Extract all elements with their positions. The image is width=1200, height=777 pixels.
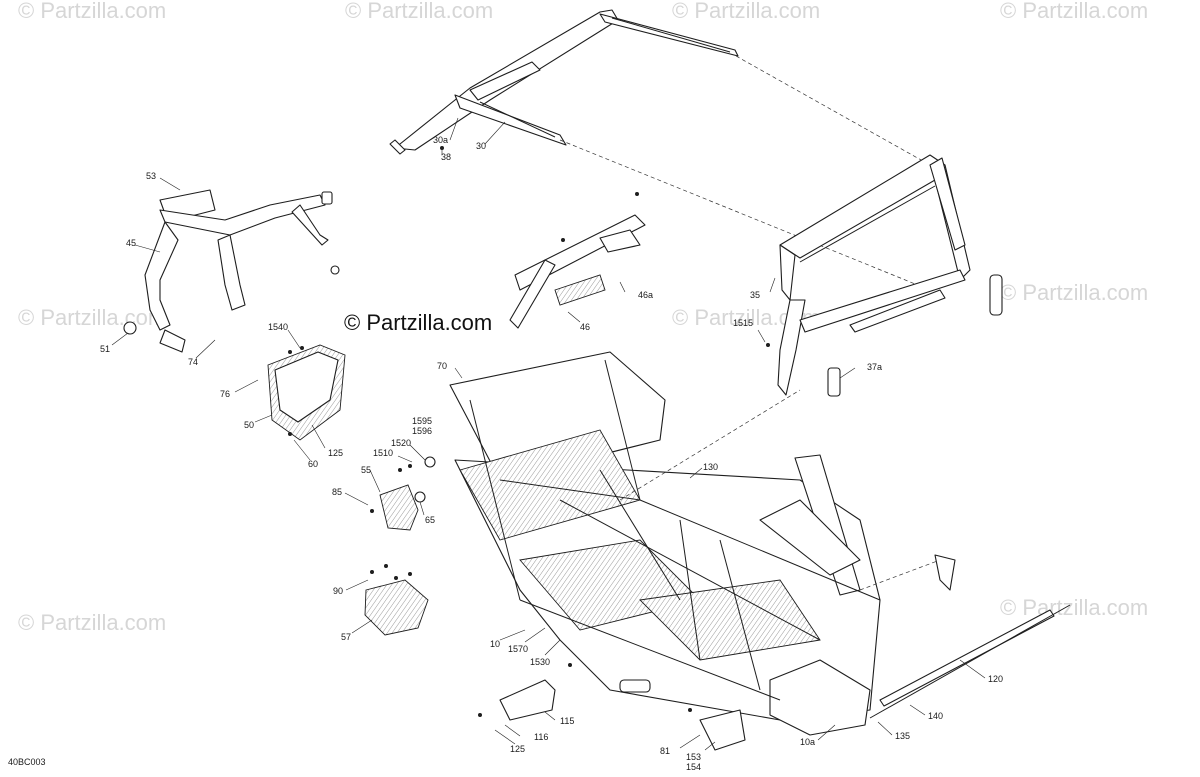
callout-53: 53 xyxy=(146,171,156,181)
bracket-46 xyxy=(509,192,646,329)
rear-cage xyxy=(766,154,1003,397)
callout-1595: 1595 xyxy=(412,416,432,426)
callout-120: 120 xyxy=(988,674,1003,684)
callout-74: 74 xyxy=(188,357,198,367)
bracket-115 xyxy=(478,663,572,721)
callout-1596: 1596 xyxy=(412,426,432,436)
callout-154: 154 xyxy=(686,762,701,772)
callout-10a: 10a xyxy=(800,737,815,747)
front-bar-assembly xyxy=(123,189,340,353)
callout-1540: 1540 xyxy=(268,322,288,332)
callout-130: 130 xyxy=(703,462,718,472)
callout-35: 35 xyxy=(750,290,760,300)
callout-116: 116 xyxy=(534,732,548,742)
callout-76: 76 xyxy=(220,389,230,399)
roof-bar-assembly xyxy=(389,9,931,291)
watermark-text: © Partzilla.com xyxy=(1000,0,1148,23)
watermark-text: © Partzilla.com xyxy=(18,0,166,23)
callout-60: 60 xyxy=(308,459,318,469)
watermark-text: © Partzilla.com xyxy=(1000,595,1148,620)
callout-153: 153 xyxy=(686,752,701,762)
callout-46a: 46a xyxy=(638,290,653,300)
callout-1530: 1530 xyxy=(530,657,550,667)
watermark-text: © Partzilla.com xyxy=(672,0,820,23)
callout-85: 85 xyxy=(332,487,342,497)
leader-lines xyxy=(111,117,986,751)
callout-1570: 1570 xyxy=(508,644,528,654)
bracket-153 xyxy=(688,708,746,751)
callout-30: 30 xyxy=(476,141,486,151)
callout-70: 70 xyxy=(437,361,447,371)
callout-1515: 1515 xyxy=(733,318,753,328)
callout-125-upper: 125 xyxy=(328,448,343,458)
main-frame xyxy=(449,351,956,736)
mount-57 xyxy=(364,564,429,636)
callout-labels: 30a 30 38 53 45 51 74 1540 76 50 125 60 … xyxy=(100,135,1003,772)
callout-37a: 37a xyxy=(867,362,882,372)
callout-46: 46 xyxy=(580,322,590,332)
callout-65: 65 xyxy=(425,515,435,525)
callout-1510: 1510 xyxy=(373,448,393,458)
callout-30a: 30a xyxy=(433,135,448,145)
callout-140: 140 xyxy=(928,711,943,721)
callout-90: 90 xyxy=(333,586,343,596)
callout-10: 10 xyxy=(490,639,500,649)
callout-55: 55 xyxy=(361,465,371,475)
side-rail xyxy=(869,604,1071,719)
watermark-text: © Partzilla.com xyxy=(18,610,166,635)
callout-45: 45 xyxy=(126,238,136,248)
callout-125-lower: 125 xyxy=(510,744,525,754)
watermark-text: © Partzilla.com xyxy=(345,0,493,23)
mount-55 xyxy=(370,456,436,531)
callout-81: 81 xyxy=(660,746,670,756)
callout-1520: 1520 xyxy=(391,438,411,448)
callout-115: 115 xyxy=(560,716,574,726)
callout-57: 57 xyxy=(341,632,351,642)
watermark-text: © Partzilla.com xyxy=(1000,280,1148,305)
callout-51: 51 xyxy=(100,344,110,354)
callout-135: 135 xyxy=(895,731,910,741)
watermark-text: © Partzilla.com xyxy=(18,305,166,330)
main-watermark: © Partzilla.com xyxy=(344,310,492,335)
callout-50: 50 xyxy=(244,420,254,430)
bracket-50 xyxy=(267,344,346,441)
callout-38: 38 xyxy=(441,152,451,162)
drawing-code: 40BC003 xyxy=(8,757,46,767)
